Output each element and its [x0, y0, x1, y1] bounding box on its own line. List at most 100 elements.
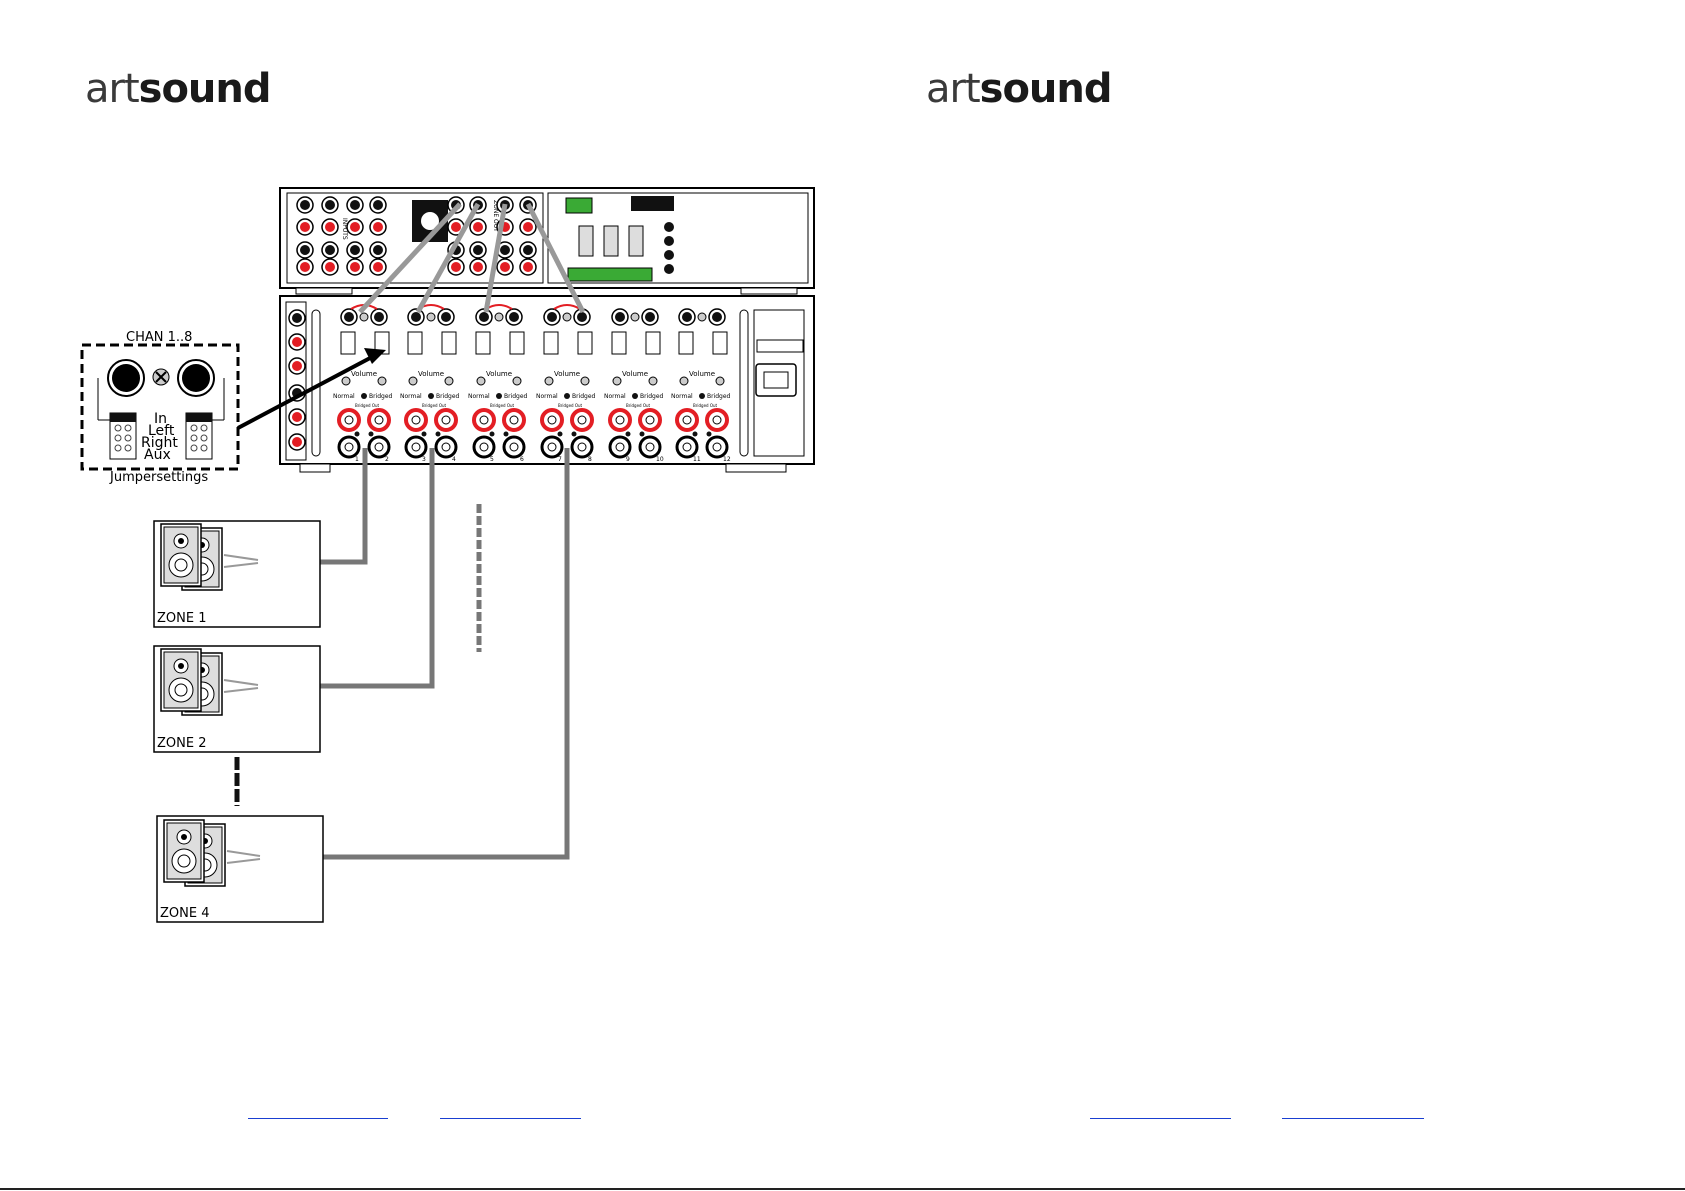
amp-bridged-label: Bridged	[436, 393, 460, 400]
amp-volume-knob	[444, 376, 454, 386]
amp-side-jack	[288, 357, 306, 375]
amp-bridged-out-label: Bridged Out	[490, 403, 515, 408]
amp-channel-number: 3	[422, 456, 426, 463]
preamp-input-jack	[296, 196, 314, 214]
preamp-zone-out-jack	[519, 241, 537, 259]
jumper-inset: CHAN 1..8 In Left Right Aux Jumpersettin…	[80, 330, 386, 485]
amp-post-dot	[435, 431, 441, 437]
amp-post-dot	[706, 431, 712, 437]
preamp-input-jack	[296, 241, 314, 259]
amp-post-dot	[571, 431, 577, 437]
amp-volume-label: Volume	[622, 370, 648, 378]
amp-input-jack	[370, 308, 388, 326]
amp-post-dot	[354, 431, 360, 437]
amp-jumper-block	[543, 331, 559, 355]
amp-speaker-post-red	[337, 408, 361, 432]
amp-bridged-label: Bridged	[572, 393, 596, 400]
preamp-zone-out-jack	[519, 218, 537, 236]
amp-channel-number: 1	[355, 456, 359, 463]
amp-speaker-post-black	[608, 435, 632, 459]
amp-normal-label: Normal	[400, 393, 422, 400]
amp-jumper-block	[712, 331, 728, 355]
amp-volume-knob	[476, 376, 486, 386]
jumper-pin	[114, 434, 122, 442]
preamp-input-jack	[369, 258, 387, 276]
amp-normal-label: Normal	[468, 393, 490, 400]
page-bottom-rule	[0, 1188, 1685, 1190]
amp-link-screw	[562, 312, 572, 322]
amp-jumper-block	[645, 331, 661, 355]
amp-speaker-post-red	[705, 408, 729, 432]
amp-volume-label: Volume	[554, 370, 580, 378]
amp-channel-number: 8	[588, 456, 592, 463]
preamp-zone-out-jack	[469, 241, 487, 259]
preamp-zone-out-jack	[519, 258, 537, 276]
amp-speaker-post-black	[638, 435, 662, 459]
amp-jumper-block	[678, 331, 694, 355]
amp-volume-label: Volume	[351, 370, 377, 378]
amp-jumper-block	[611, 331, 627, 355]
amp-speaker-post-black	[434, 435, 458, 459]
amp-normal-label: Normal	[536, 393, 558, 400]
amp-bridged-out-label: Bridged Out	[558, 403, 583, 408]
amp-speaker-post-red	[540, 408, 564, 432]
preamp-input-jack	[321, 218, 339, 236]
amp-speaker-post-black	[675, 435, 699, 459]
preamp-zone-out-jack	[469, 258, 487, 276]
amp-jumper-block	[475, 331, 491, 355]
amp-link-screw	[697, 312, 707, 322]
amp-mode-led	[496, 393, 502, 399]
preamp-inputs-label: INPUTS	[341, 218, 348, 240]
amp-normal-label: Normal	[333, 393, 355, 400]
amp-speaker-post-black	[404, 435, 428, 459]
right-footer-link-1[interactable]	[1090, 1102, 1231, 1119]
jumper-pin	[200, 434, 208, 442]
jumper-pin	[200, 424, 208, 432]
preamp-input-jack	[346, 258, 364, 276]
amp-link-screw	[630, 312, 640, 322]
preamp-zoneout-label: ZONE OUT	[492, 200, 499, 232]
right-logo: artsound	[926, 66, 1113, 112]
zone-2-label: ZONE 2	[157, 736, 206, 751]
left-footer-link-1[interactable]	[248, 1102, 388, 1119]
zone-4-label: ZONE 4	[160, 906, 209, 921]
amp-jumper-block	[407, 331, 423, 355]
preamp-input-jack	[346, 241, 364, 259]
amp-input-jack	[340, 308, 358, 326]
left-logo-pre: art	[85, 66, 140, 112]
amp-post-dot	[625, 431, 631, 437]
amp-post-dot	[639, 431, 645, 437]
amp-side-jack	[288, 433, 306, 451]
preamp-input-jack	[321, 258, 339, 276]
amp-mode-led	[699, 393, 705, 399]
amp-speaker-post-black	[502, 435, 526, 459]
amp-bridged-out-label: Bridged Out	[422, 403, 447, 408]
amp-post-dot	[421, 431, 427, 437]
right-footer-link-2[interactable]	[1282, 1102, 1424, 1119]
amp-speaker-post-red	[608, 408, 632, 432]
amp-link-screw	[359, 312, 369, 322]
right-logo-pre: art	[926, 66, 981, 112]
amp-speaker-post-black	[367, 435, 391, 459]
amp-channel-number: 5	[490, 456, 494, 463]
preamp-input-jack	[369, 241, 387, 259]
preamp-zone-out-jack	[469, 218, 487, 236]
amp-post-dot	[489, 431, 495, 437]
amp-channel-number: 4	[452, 456, 456, 463]
inset-label-in: In	[154, 411, 167, 427]
amp-speaker-post-red	[367, 408, 391, 432]
amp-mode-led	[564, 393, 570, 399]
amp-bridged-label: Bridged	[369, 393, 393, 400]
preamp-input-jack	[296, 258, 314, 276]
jumper-pin	[124, 434, 132, 442]
amp-input-jack	[641, 308, 659, 326]
left-footer-link-2[interactable]	[440, 1102, 581, 1119]
amp-channel-number: 9	[626, 456, 630, 463]
amp-mode-led	[632, 393, 638, 399]
amp-post-dot	[692, 431, 698, 437]
left-logo-post: sound	[138, 66, 272, 112]
inset-label-aux: Aux	[144, 447, 171, 463]
preamp-input-jack	[369, 218, 387, 236]
